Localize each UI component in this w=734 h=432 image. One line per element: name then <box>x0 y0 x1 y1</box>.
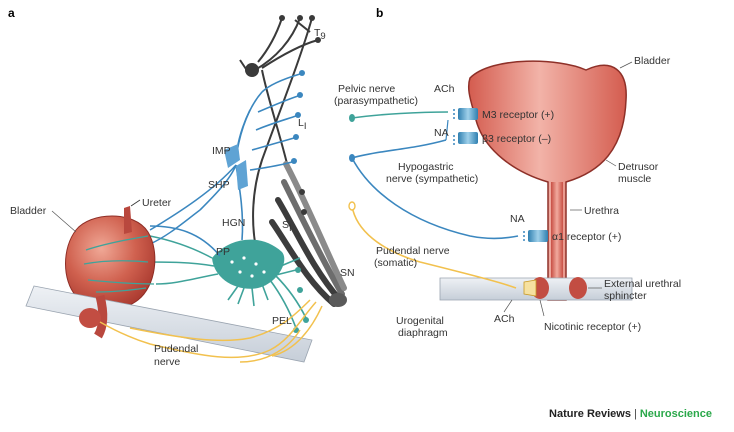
bladder-a-nerve-lines <box>83 235 155 293</box>
hypogastric-to-urethra <box>351 157 519 240</box>
label-nicotinic-receptor: Nicotinic receptor (+) <box>544 321 641 333</box>
pelvic-plexus-dots <box>230 256 266 278</box>
label-urogenital-2: diaphragm <box>398 327 448 339</box>
label-shp: SHP <box>208 179 230 191</box>
alpha1-receptor-shape <box>528 230 548 242</box>
sympathetic-branches-a <box>199 73 301 241</box>
panel-a-label: a <box>8 6 15 20</box>
label-sn: SN <box>340 267 355 279</box>
panel-b: b <box>334 6 681 339</box>
label-detrusor-1: Detrusor <box>618 161 659 173</box>
urethra-b <box>551 182 563 300</box>
label-bladder-b: Bladder <box>634 55 671 67</box>
label-pelvic-nerve-2: (parasympathetic) <box>334 95 418 107</box>
figure-credit: Nature Reviews|Neuroscience <box>549 408 712 420</box>
pelvic-nerves-pel <box>269 275 307 329</box>
bladder-b <box>467 60 627 301</box>
sacral-nerves <box>269 161 347 307</box>
label-pudendal-a-1: Pudendal <box>154 343 198 355</box>
label-pudendal-b-1: Pudendal nerve <box>376 245 450 257</box>
label-imp: IMP <box>212 145 231 157</box>
pelvic-plexus <box>212 239 285 289</box>
label-ext-sphincter-1: External urethral <box>604 278 681 290</box>
label-detrusor-2: muscle <box>618 173 651 185</box>
label-t9: T9 <box>314 27 326 42</box>
sphincter-a <box>79 308 101 328</box>
hypogastric-nerve-b <box>351 139 447 159</box>
pelvic-plexus-rays <box>227 257 301 307</box>
label-l1: LI <box>298 117 306 132</box>
label-pel: PEL <box>272 315 292 327</box>
label-bladder-a: Bladder <box>10 205 47 217</box>
label-ach-top: ACh <box>434 83 455 95</box>
sphincter-b-right <box>569 277 587 299</box>
credit-publisher: Nature Reviews <box>549 408 631 420</box>
label-ureter: Ureter <box>142 197 172 209</box>
synapse-dots <box>453 109 525 241</box>
leader-lines-b <box>503 61 633 317</box>
credit-separator: | <box>633 408 637 420</box>
panel-a: a <box>8 6 355 368</box>
label-s1: SI <box>282 219 292 234</box>
label-urethra: Urethra <box>584 205 619 217</box>
label-pp: PP <box>216 246 230 258</box>
sympathetic-bulbs <box>291 70 305 164</box>
label-hypogastric-1: Hypogastric <box>398 161 453 173</box>
sacral-nerve-end <box>329 293 347 307</box>
pudendal-nerve-b <box>351 205 517 289</box>
panel-b-label: b <box>376 6 383 20</box>
label-na-top: NA <box>434 127 449 139</box>
nicotinic-receptor-shape <box>523 279 537 297</box>
imp-ganglion <box>224 144 240 168</box>
label-beta3-receptor: β3 receptor (–) <box>482 133 551 145</box>
label-pelvic-nerve-1: Pelvic nerve <box>338 83 395 95</box>
label-hypogastric-2: nerve (sympathetic) <box>386 173 478 185</box>
label-urogenital-1: Urogenital <box>396 315 444 327</box>
spinal-nerve-chain <box>239 17 319 259</box>
label-ext-sphincter-2: sphincter <box>604 290 647 302</box>
urethra-a <box>93 294 108 339</box>
pelvic-nerve-b <box>351 111 449 119</box>
label-m3-receptor: M3 receptor (+) <box>482 109 554 121</box>
label-pudendal-a-2: nerve <box>154 356 180 368</box>
ureter-a <box>124 206 132 234</box>
ganglion-upper <box>245 63 259 77</box>
label-na-mid: NA <box>510 213 525 225</box>
beta3-receptor-shape <box>458 132 478 144</box>
label-hgn: HGN <box>222 217 245 229</box>
shp-ganglion <box>236 160 248 190</box>
label-alpha1-receptor: α1 receptor (+) <box>552 231 621 243</box>
m3-receptor-shape <box>458 108 478 120</box>
credit-journal: Neuroscience <box>639 408 712 420</box>
label-pudendal-b-2: (somatic) <box>374 257 417 269</box>
pudendal-nerve-a <box>99 299 323 363</box>
spinal-bulbs <box>279 15 321 215</box>
label-ach-bottom: ACh <box>494 313 515 325</box>
